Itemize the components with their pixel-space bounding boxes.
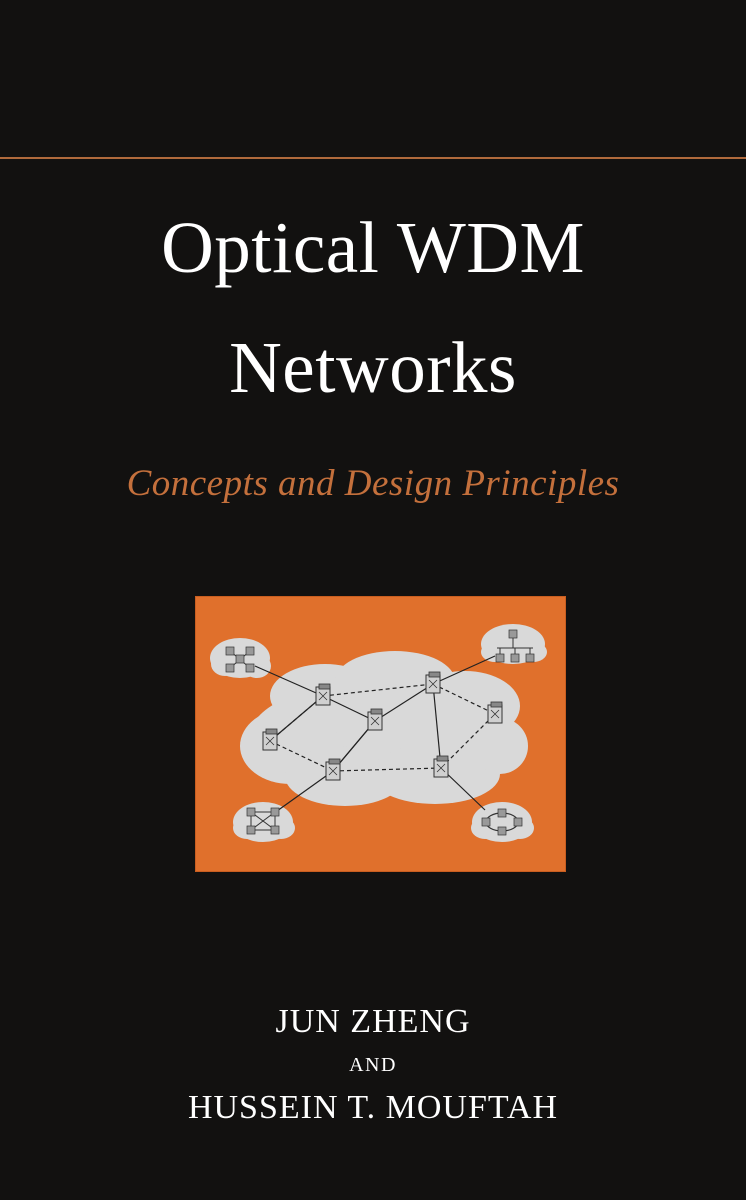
top-accent-rule bbox=[0, 157, 746, 159]
network-illustration bbox=[195, 596, 566, 872]
book-title-line-2: Networks bbox=[229, 327, 517, 408]
book-title-line-1: Optical WDM bbox=[161, 207, 585, 288]
author-conjunction: AND bbox=[349, 1054, 397, 1076]
core-network-cloud bbox=[240, 651, 528, 806]
author-name-1: JUN ZHENG bbox=[275, 1003, 471, 1040]
author-name-2: HUSSEIN T. MOUFTAH bbox=[187, 1089, 559, 1126]
book-subtitle: Concepts and Design Principles bbox=[126, 463, 620, 504]
